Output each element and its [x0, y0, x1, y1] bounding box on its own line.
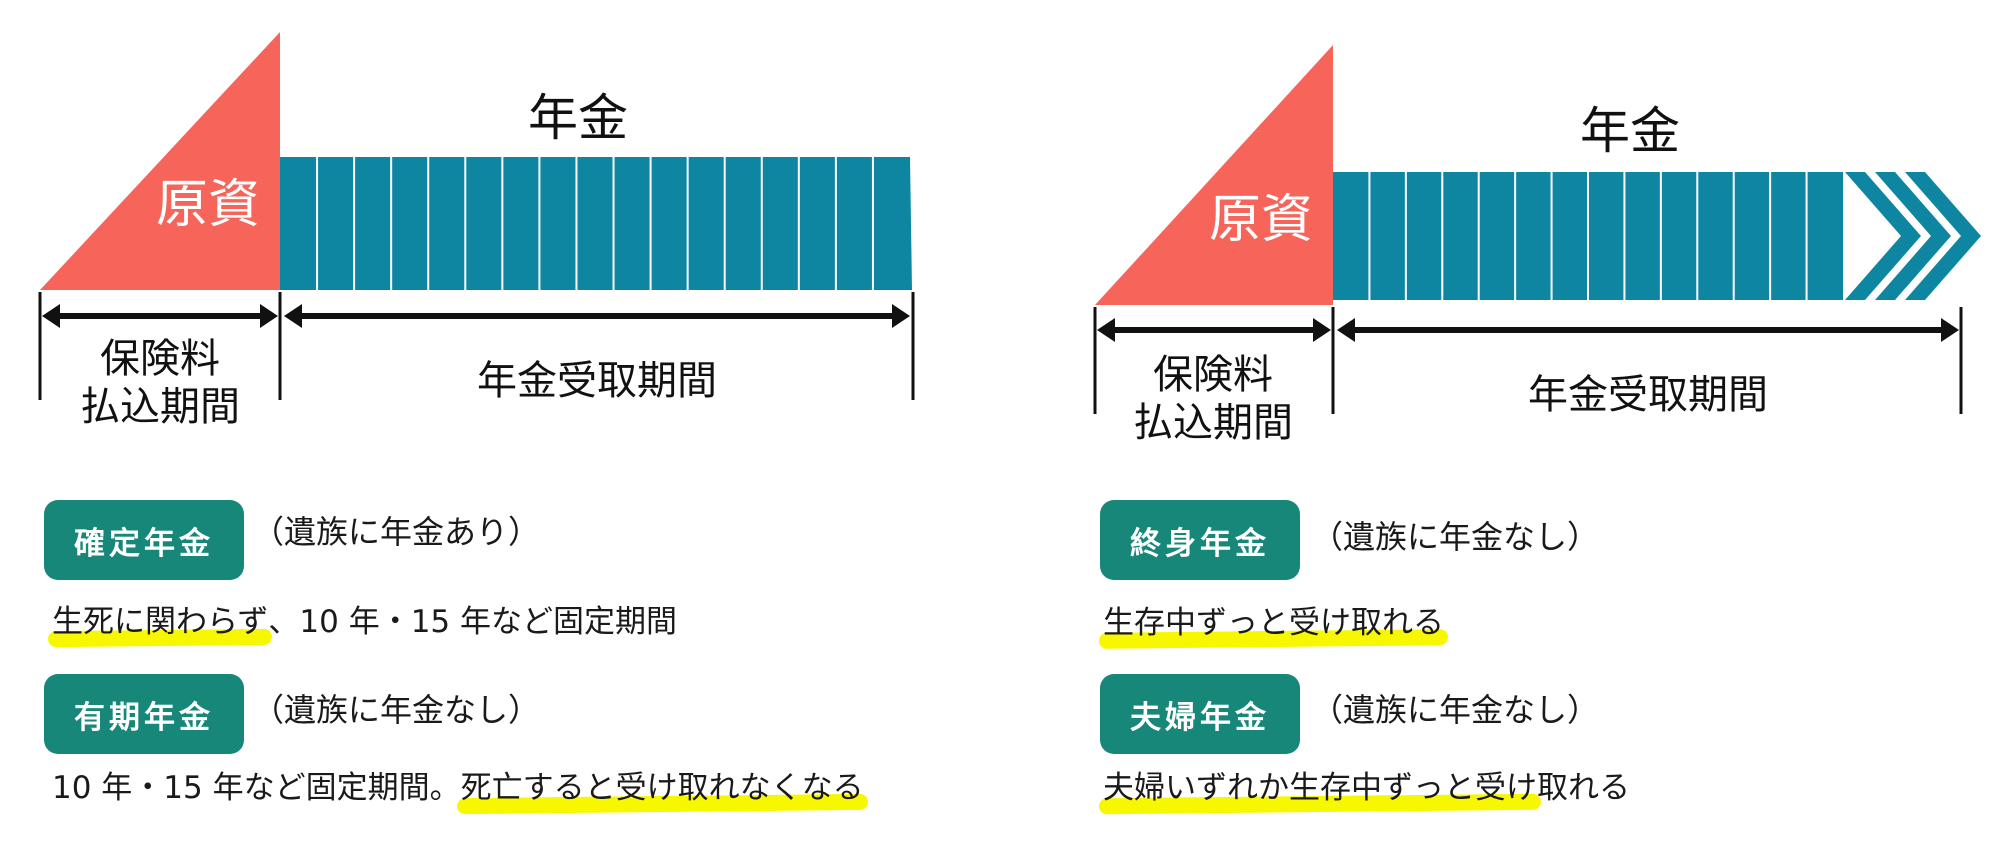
fixed-annuity-note: （遺族に年金あり） [252, 513, 541, 551]
continuation-chevrons [1845, 172, 1981, 300]
pension-bar-body [280, 157, 912, 290]
pension-diagram-right: 原資 年金 保険料 払込期間 年金受取期間 [1093, 45, 1981, 446]
pension-label: 年金 [528, 89, 628, 147]
principal-triangle [40, 32, 280, 290]
pension-diagram-left: 原資 年金 保険料 払込期間 年金受取期間 [38, 32, 915, 430]
pension-bars [1333, 172, 1843, 300]
term-annuity-badge: 有期年金 [44, 674, 244, 754]
term-annuity-note: （遺族に年金なし） [252, 691, 541, 729]
pay-period-label-line2: 払込期間 [80, 384, 240, 430]
period-markers [1093, 307, 1963, 414]
term-annuity-description: 10 年・15 年など固定期間。死亡すると受け取れなくなる [52, 768, 864, 808]
pay-period-label-line2: 払込期間 [1133, 400, 1293, 446]
principal-label: 原資 [1209, 190, 1313, 250]
pension-bars [280, 157, 912, 290]
principal-label: 原資 [156, 175, 260, 235]
description-text: 、10 年・15 年など固定期間 [268, 604, 677, 640]
highlighted-text: 生存中ずっと受け取れる [1103, 605, 1444, 641]
description-text: 取れる [1537, 770, 1630, 806]
highlighted-text: 夫婦いずれか生存中ずっと受け [1103, 770, 1537, 806]
pay-period-label-line1: 保険料 [1153, 352, 1273, 398]
highlighted-text: 生死に関わらず [52, 604, 269, 640]
receive-period-label: 年金受取期間 [1528, 372, 1768, 418]
fixed-annuity-badge: 確定年金 [44, 500, 244, 580]
receive-period-label: 年金受取期間 [477, 358, 717, 404]
receive-period-arrow [284, 304, 910, 328]
pay-period-label-line1: 保険料 [100, 336, 220, 382]
life-annuity-description: 生存中ずっと受け取れる [1103, 603, 1444, 643]
highlighted-text: 死亡すると受け取れなくなる [460, 770, 864, 806]
life-annuity-badge: 終身年金 [1100, 500, 1300, 580]
fixed-period-panel: 原資 年金 保険料 払込期間 年金受取期間 確定年金 （遺族に年金あり） 生死に… [0, 0, 1000, 842]
receive-period-arrow [1337, 318, 1959, 342]
pay-period-arrow [42, 304, 278, 328]
joint-annuity-badge: 夫婦年金 [1100, 674, 1300, 754]
life-annuity-note: （遺族に年金なし） [1311, 518, 1600, 556]
fixed-annuity-description: 生死に関わらず、10 年・15 年など固定期間 [52, 602, 677, 642]
lifetime-panel: 原資 年金 保険料 払込期間 年金受取期間 終身年金 （遺族に年金なし） 生存中 [1055, 0, 2000, 842]
joint-annuity-note: （遺族に年金なし） [1311, 691, 1600, 729]
joint-annuity-description: 夫婦いずれか生存中ずっと受け取れる [1103, 768, 1630, 808]
pension-label: 年金 [1580, 102, 1680, 160]
principal-triangle [1095, 45, 1333, 305]
description-text: 10 年・15 年など固定期間。 [52, 770, 461, 806]
period-markers [38, 292, 915, 400]
pay-period-arrow [1097, 318, 1331, 342]
